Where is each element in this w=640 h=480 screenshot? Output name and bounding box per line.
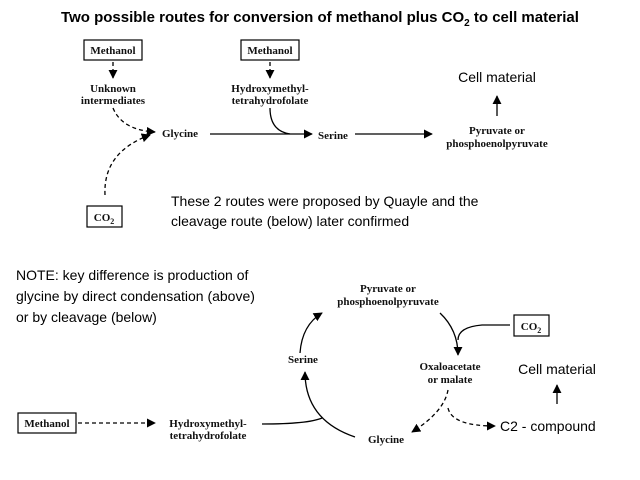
key-note-line-2: glycine by direct condensation (above) <box>16 288 255 304</box>
key-note-line-3: or by cleavage (below) <box>16 309 157 325</box>
unknown-label-1: Unknown <box>90 83 136 95</box>
arrow-glycine-to-serine-bottom <box>300 371 356 438</box>
arrow-unknown-to-glycine <box>112 107 156 137</box>
methanol-label-top-mid: Methanol <box>247 45 292 57</box>
unknown-label-2: intermediates <box>81 95 146 107</box>
hmt-label-bottom-1: Hydroxymethyl- <box>169 418 247 430</box>
serine-label-top: Serine <box>318 130 348 142</box>
arrow-oxalo-to-c2 <box>447 407 496 431</box>
glycine-label-top: Glycine <box>162 128 198 140</box>
pyruvate-label-bottom-1: Pyruvate or <box>360 283 416 295</box>
co2-box-bottom <box>513 314 550 337</box>
quayle-note-line-1: These 2 routes were proposed by Quayle a… <box>171 193 479 209</box>
methanol-label-bottom: Methanol <box>24 418 69 430</box>
pyruvate-label-top-2: phosphoenolpyruvate <box>446 138 548 150</box>
quayle-note-line-2: cleavage route (below) later confirmed <box>171 213 409 229</box>
methanol-box-bottom <box>17 412 77 434</box>
glycine-label-bottom: Glycine <box>368 434 404 446</box>
methanol-box-top-mid <box>240 39 300 61</box>
arrow-co2-join-bottom <box>457 324 510 341</box>
hmt-label-top-2: tetrahydrofolate <box>232 95 309 107</box>
serine-label-bottom: Serine <box>288 354 318 366</box>
co2-label-bottom: CO2 <box>521 321 542 335</box>
c2-compound-label: C2 - compound <box>500 418 596 434</box>
methanol-box-top-left <box>83 39 143 61</box>
cell-material-label-top: Cell material <box>458 69 536 85</box>
pyruvate-label-top-1: Pyruvate or <box>469 125 525 137</box>
diagram-title: Two possible routes for conversion of me… <box>61 9 579 29</box>
arrow-oxalo-to-glycine <box>411 389 449 433</box>
hmt-label-top-1: Hydroxymethyl- <box>231 83 309 95</box>
hmt-label-bottom-2: tetrahydrofolate <box>170 430 247 442</box>
pyruvate-label-bottom-2: phosphoenolpyruvate <box>337 296 439 308</box>
arrow-serine-to-pyruvate-bottom <box>299 312 323 354</box>
cell-material-label-bottom: Cell material <box>518 361 596 377</box>
arrow-hmt-join <box>269 107 291 135</box>
arrow-hmt-join-bottom <box>261 417 323 425</box>
methanol-label-top-left: Methanol <box>90 45 135 57</box>
arrow-pyruvate-to-oxalo <box>439 312 463 356</box>
arrow-co2-to-glycine <box>104 133 151 196</box>
key-note-line-1: NOTE: key difference is production of <box>16 267 249 283</box>
oxalo-label-1: Oxaloacetate <box>419 361 480 373</box>
oxalo-label-2: or malate <box>428 374 473 386</box>
co2-label-top: CO2 <box>94 212 115 226</box>
co2-box-top <box>86 205 123 228</box>
